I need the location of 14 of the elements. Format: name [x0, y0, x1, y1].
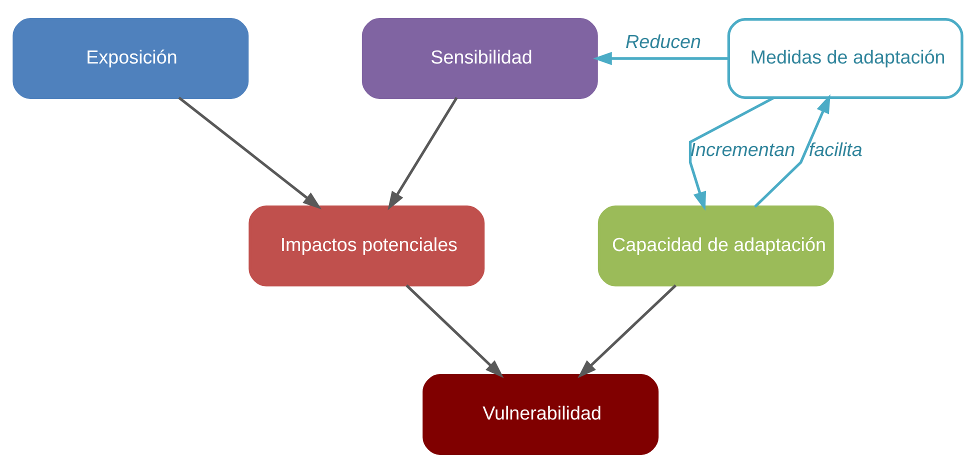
node-box: Sensibilidad — [362, 18, 598, 98]
edge-label: Reducen — [626, 30, 702, 52]
node-box: Exposición — [12, 18, 249, 98]
arrow — [388, 96, 458, 210]
node-box: Medidas de adaptación — [727, 18, 964, 98]
arrow — [592, 51, 728, 65]
edge-label: facilita — [808, 138, 862, 160]
node-box: Impactos potenciales — [248, 204, 485, 286]
arrow — [406, 284, 504, 378]
arrow — [754, 94, 830, 208]
node-box: Capacidad de adaptación — [598, 204, 834, 286]
arrow — [578, 284, 677, 378]
node-box: Vulnerabilidad — [422, 374, 659, 454]
arrow — [178, 96, 322, 209]
